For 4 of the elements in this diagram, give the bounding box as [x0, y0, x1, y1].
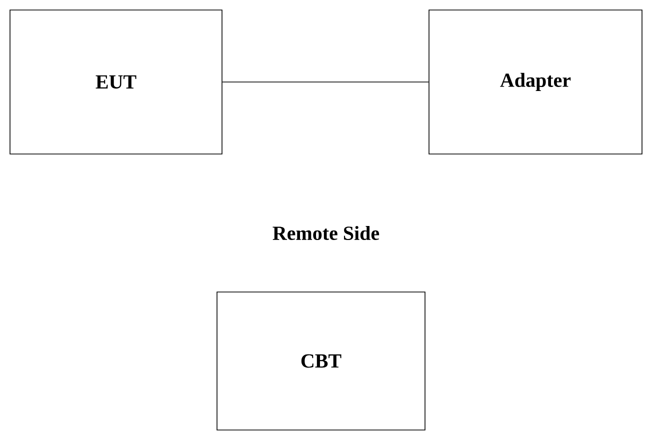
- box: EUT: [10, 10, 222, 154]
- box: Adapter: [428, 10, 642, 154]
- box: CBT: [216, 292, 426, 430]
- side-label: Remote Side: [272, 226, 380, 240]
